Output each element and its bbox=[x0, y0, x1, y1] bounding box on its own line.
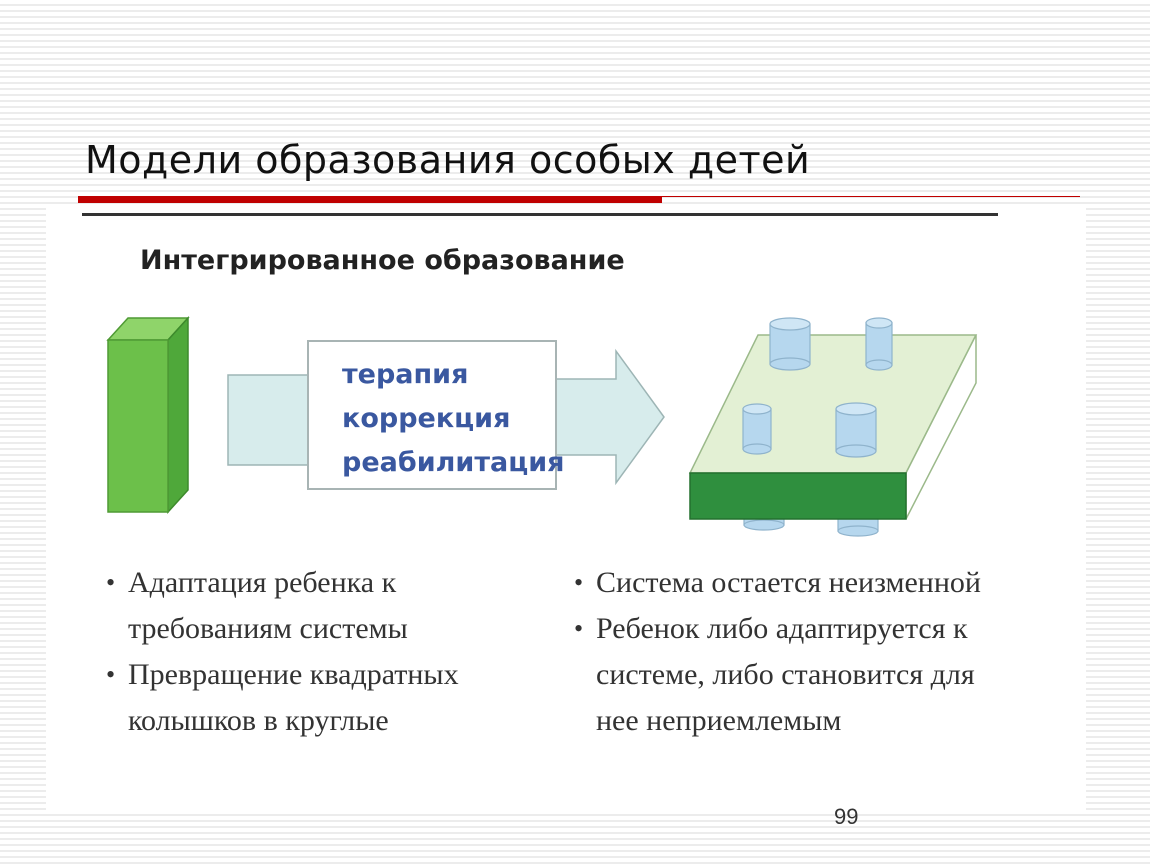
title-underline-red bbox=[78, 196, 662, 203]
system-board bbox=[688, 334, 978, 520]
left-bullet-list: Адаптация ребенка к требованиям системы … bbox=[106, 560, 546, 744]
round-pegs bbox=[742, 317, 893, 458]
list-item: Система остается неизменной bbox=[574, 560, 994, 606]
page-number: 99 bbox=[834, 804, 859, 829]
square-peg-block bbox=[106, 316, 190, 514]
title-underline-thin bbox=[662, 196, 1080, 197]
figure-top-rule bbox=[82, 213, 998, 216]
diagram-graphic bbox=[106, 316, 978, 537]
arrow-label: терапия коррекция реабилитация bbox=[342, 353, 565, 485]
figure-heading: Интегрированное образование bbox=[140, 245, 625, 276]
transformation-arrow bbox=[227, 340, 665, 490]
list-item: Адаптация ребенка к требованиям системы bbox=[106, 560, 546, 652]
integrated-education-figure: Интегрированное образование bbox=[46, 205, 1086, 813]
right-bullet-list: Система остается неизменной Ребенок либо… bbox=[574, 560, 994, 744]
arrow-label-rehabilitation: реабилитация bbox=[342, 447, 565, 478]
arrow-label-correction: коррекция bbox=[342, 403, 511, 434]
list-item: Ребенок либо адаптируется к системе, либ… bbox=[574, 606, 994, 744]
list-item: Превращение квадратных колышков в круглы… bbox=[106, 652, 546, 744]
arrow-label-therapy: терапия bbox=[342, 359, 469, 390]
slide-title: Модели образования особых детей bbox=[85, 138, 811, 182]
